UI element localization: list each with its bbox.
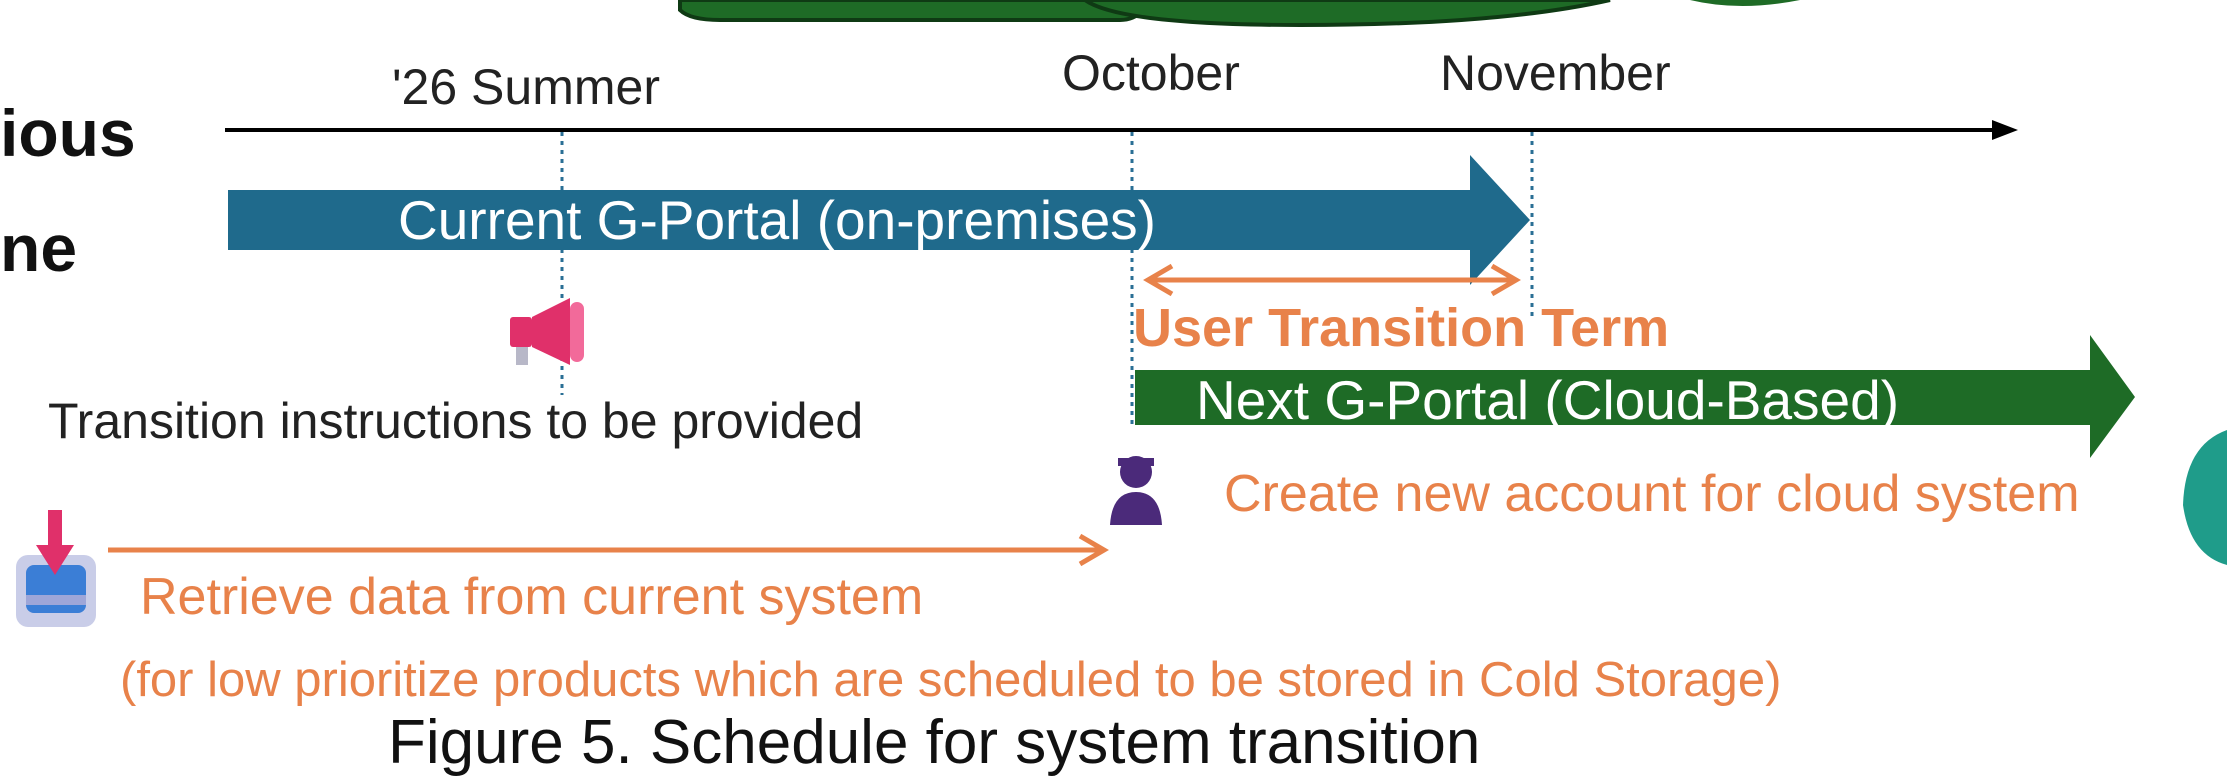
user-icon (1110, 456, 1162, 525)
timeline-label-october: October (1062, 45, 1240, 101)
top-green-shape-left (678, 0, 1153, 22)
timeline-arrowhead (1992, 120, 2018, 140)
retrieve-line2: (for low prioritize products which are s… (120, 653, 1782, 707)
megaphone-icon (510, 298, 584, 365)
next-portal-label: Next G-Portal (Cloud-Based) (1196, 369, 1900, 431)
retrieve-arrowhead (1078, 533, 1109, 567)
current-portal-label: Current G-Portal (on-premises) (398, 189, 1156, 251)
timeline-label-summer: '26 Summer (392, 59, 660, 115)
current-portal-bar (228, 155, 1530, 285)
instructions-text: Transition instructions to be provided (48, 393, 864, 449)
top-green-shape-middle (1081, 0, 1611, 28)
transition-term-arrowhead-right (1490, 263, 1521, 297)
retrieve-line1: Retrieve data from current system (140, 568, 924, 626)
timeline-label-november: November (1440, 45, 1671, 101)
right-edge-teal-shape (2183, 430, 2227, 565)
transition-term-arrowhead-left (1143, 263, 1174, 297)
create-account-text: Create new account for cloud system (1224, 465, 2080, 523)
cut-off-heading-line1: ious (0, 96, 136, 170)
top-green-shape-right (1690, 0, 1800, 6)
download-tray-icon (16, 510, 96, 627)
cut-off-heading-line2: ne (0, 211, 78, 285)
transition-term-label: User Transition Term (1133, 298, 1670, 358)
figure-caption: Figure 5. Schedule for system transition (388, 708, 1481, 777)
next-portal-bar (1135, 335, 2135, 458)
